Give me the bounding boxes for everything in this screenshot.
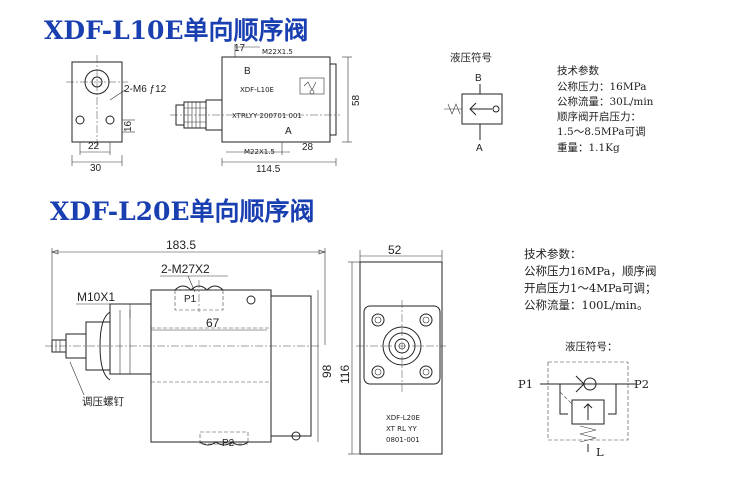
l10-dim-m6: 2-M6 ƒ12 <box>124 84 167 95</box>
l10-spec-1: 公称压力：16MPa <box>557 80 646 93</box>
l10-dim-m22-bot: M22X1.5 <box>244 148 275 156</box>
l10-symbol-b: B <box>475 73 482 84</box>
l10-dim-17: 17 <box>234 43 246 54</box>
l10-spec-5: 重量：1.1Kg <box>557 141 620 154</box>
l10-spec-2: 公称流量：30L/min <box>557 95 654 108</box>
l10-symbol-a: A <box>476 143 483 154</box>
l10-dim-28: 28 <box>302 142 314 153</box>
l20-symbol-p1: P1 <box>518 377 533 391</box>
l10-spec-0: 技术参数 <box>557 64 599 77</box>
l10-dim-30: 30 <box>90 163 102 174</box>
l20-plate-0: XDF-L20E <box>386 414 420 422</box>
l10-title: XDF-L10E单向顺序阀 <box>44 16 309 45</box>
l10-port-b: B <box>244 66 251 77</box>
l20-dim-52: 52 <box>388 243 402 257</box>
l20-title: XDF-L20E单向顺序阀 <box>50 197 315 226</box>
l20-dim-98: 98 <box>320 364 334 378</box>
l20-plate-2: 0801-001 <box>386 436 420 444</box>
l10-spec-4: 1.5～8.5MPa可调 <box>557 126 646 138</box>
l20-end-view <box>348 250 446 455</box>
l20-hydraulic-symbol <box>540 361 636 452</box>
l10-hydraulic-symbol <box>444 84 503 140</box>
l20-symbol-title: 液压符号： <box>565 340 618 353</box>
l10-symbol-title: 液压符号 <box>450 51 492 64</box>
l20-dim-m10: M10X1 <box>77 290 115 304</box>
l20-spec-3: 公称流量：100L/min。 <box>524 298 648 312</box>
l10-side-view <box>170 44 352 166</box>
l10-end-view <box>66 55 135 166</box>
l20-screw-label: 调压螺钉 <box>82 396 124 408</box>
l10-dim-m22-top: M22X1.5 <box>262 48 293 56</box>
l20-symbol-l: L <box>596 445 604 459</box>
l10-body-code: XTRLYY 200701 001 <box>232 112 302 120</box>
l20-dim-183: 183.5 <box>166 238 196 252</box>
l20-port-p2: P2 <box>222 438 235 449</box>
l10-port-a: A <box>285 126 292 137</box>
l20-dim-m27: 2-M27X2 <box>161 262 210 276</box>
l20-plate-1: XT RL YY <box>386 425 417 433</box>
l20-symbol-p2: P2 <box>634 377 649 391</box>
l10-dim-114: 114.5 <box>256 164 281 175</box>
l10-body-name: XDF-L10E <box>240 86 274 94</box>
l10-dim-16: 16 <box>123 120 134 132</box>
l10-spec-3: 顺序阀开启压力： <box>557 110 641 123</box>
l20-spec-0: 技术参数： <box>524 247 582 261</box>
l20-side-view <box>45 248 326 446</box>
l10-dim-22: 22 <box>88 141 100 152</box>
l10-dim-58: 58 <box>351 94 362 106</box>
l20-spec-2: 开启压力1～4MPa可调； <box>524 281 657 295</box>
l20-port-p1: P1 <box>184 294 197 305</box>
l20-spec-1: 公称压力16MPa，顺序阀 <box>524 264 657 278</box>
l20-dim-67: 67 <box>206 316 220 330</box>
l20-dim-116: 116 <box>338 365 352 384</box>
